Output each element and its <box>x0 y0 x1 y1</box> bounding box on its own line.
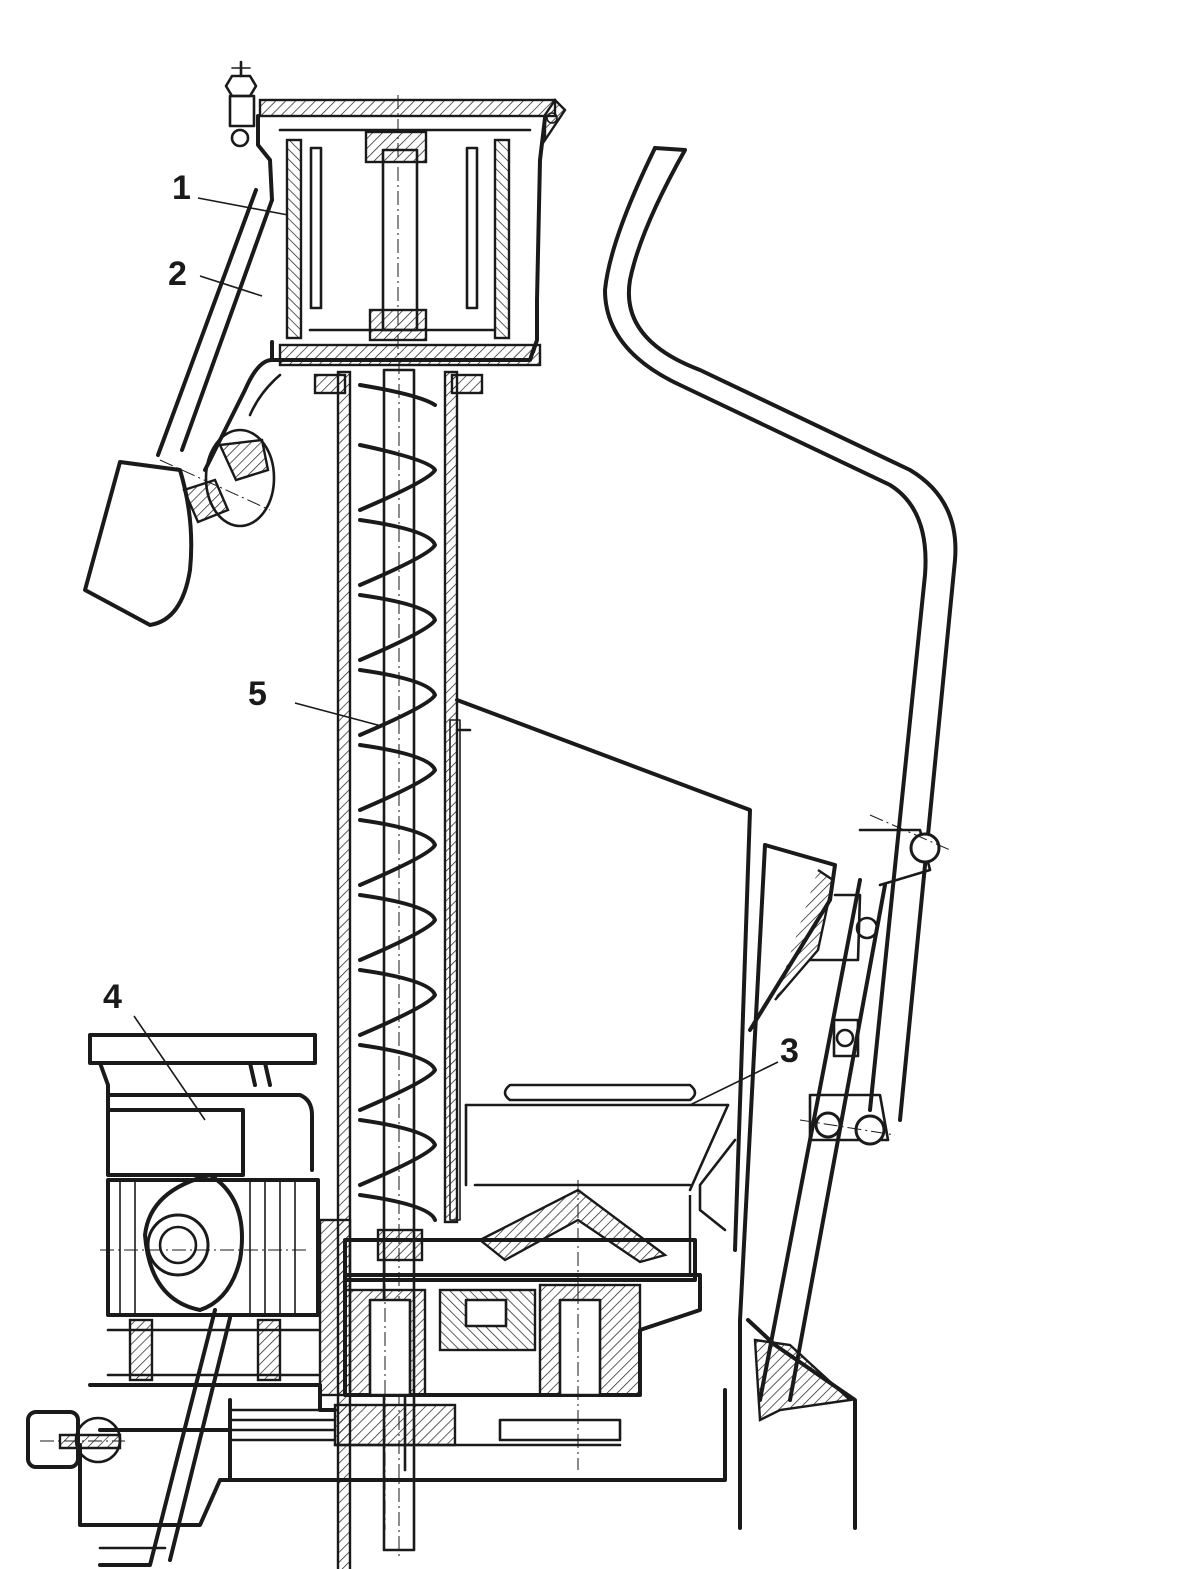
leader-3 <box>689 1061 779 1106</box>
callouts: 1 2 3 4 5 <box>103 169 799 1121</box>
hopper <box>449 698 752 1290</box>
frame-handle <box>603 146 958 1530</box>
base-gearbox <box>26 1218 727 1530</box>
leader-1 <box>197 197 289 216</box>
top-housing <box>224 60 567 367</box>
leader-4 <box>133 1015 206 1121</box>
leader-2 <box>199 275 263 297</box>
callout-1: 1 <box>172 169 191 207</box>
callout-5: 5 <box>248 675 267 713</box>
callout-3: 3 <box>780 1032 799 1070</box>
motor <box>88 1033 320 1567</box>
leader-5 <box>294 702 386 728</box>
callout-2: 2 <box>168 255 187 293</box>
callout-4: 4 <box>103 978 122 1016</box>
intake-arm <box>83 188 282 627</box>
